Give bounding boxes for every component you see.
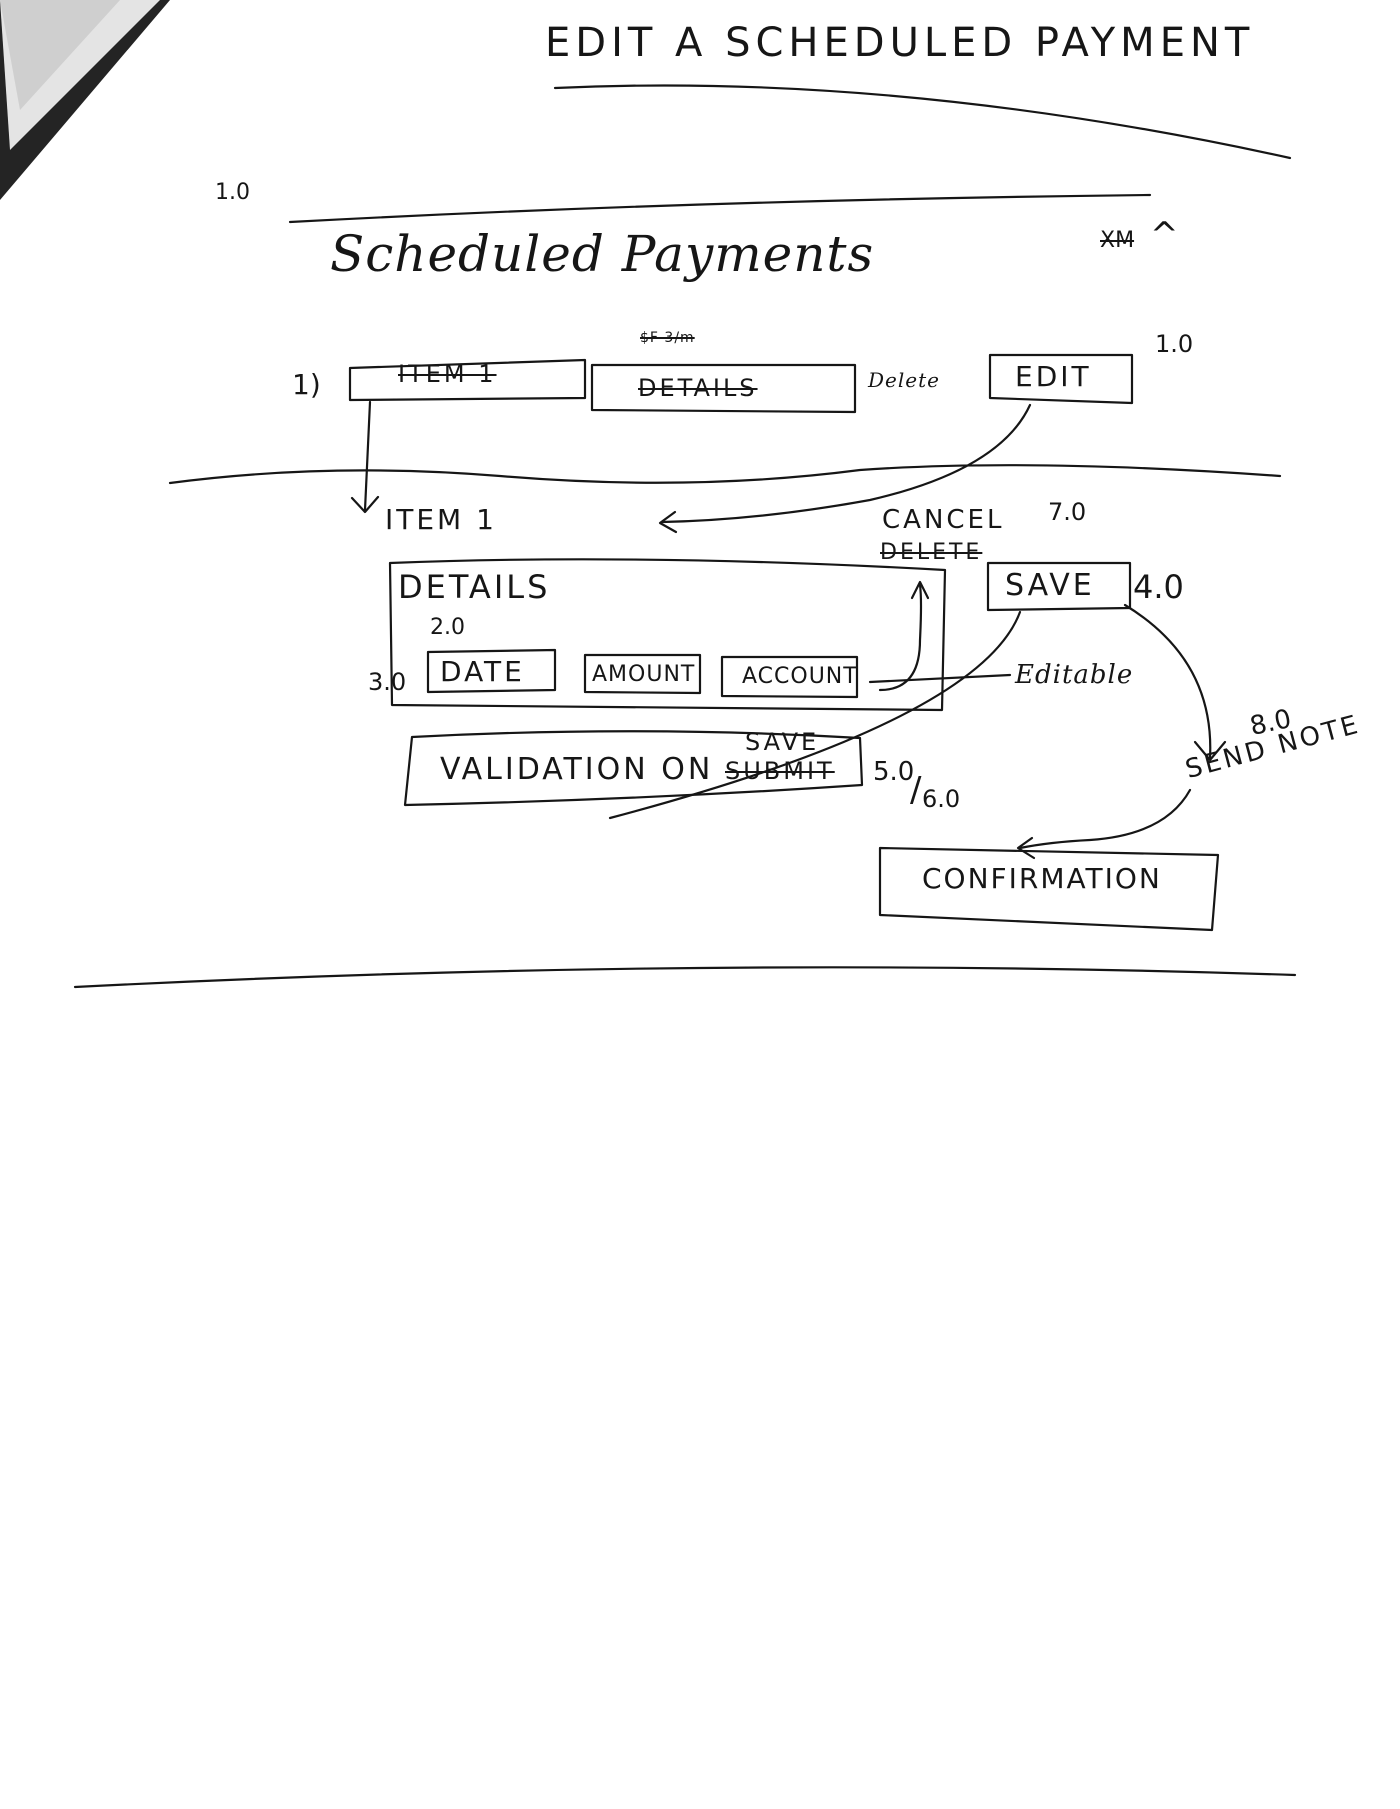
edit-loop — [878, 583, 923, 692]
item-box-outline — [348, 358, 587, 402]
confirmation-box: CONFIRMATION — [922, 862, 1162, 895]
edit-to-item-arrow — [660, 403, 1032, 524]
date-field-outline — [426, 648, 557, 694]
frame-label: 1.0 — [215, 180, 250, 205]
validation-text: VALIDATION ON — [440, 752, 714, 787]
page-curl — [0, 0, 170, 200]
amount-field[interactable]: AMOUNT — [592, 662, 696, 687]
edit-button[interactable]: EDIT — [1015, 360, 1092, 393]
details-panel-outline — [388, 558, 947, 712]
list-details-note: $F 3/m — [640, 330, 695, 346]
row-number: 1) — [292, 368, 321, 401]
page-title: EDIT A SCHEDULED PAYMENT — [545, 20, 1255, 66]
cancel-step-label: 7.0 — [1048, 498, 1087, 526]
edit-loop-arrowhead — [910, 580, 930, 600]
save-button[interactable]: SAVE — [1005, 568, 1095, 603]
edit-step-label: 1.0 — [1155, 330, 1194, 358]
edit-box-outline — [988, 353, 1134, 405]
deleted-label: DELETE — [880, 540, 983, 565]
validation-new-trigger: SAVE — [745, 728, 820, 756]
validation-step-b: 6.0 — [922, 785, 961, 813]
scratched-mark: XM — [1100, 228, 1135, 253]
validation-step-a: 5.0 — [873, 757, 915, 787]
editable-note: Editable — [1015, 660, 1134, 690]
account-field-outline — [720, 655, 859, 699]
item-down-arrowhead — [350, 495, 380, 514]
item-title: ITEM 1 — [385, 503, 497, 536]
date-field[interactable]: DATE — [440, 655, 525, 688]
screen-heading: Scheduled Payments — [330, 225, 875, 283]
note-to-confirmation-arrow — [1018, 788, 1192, 850]
details-box-outline — [590, 363, 857, 414]
details-step-label: 2.0 — [430, 615, 465, 640]
edit-to-item-arrowhead — [658, 510, 678, 534]
wavy-divider — [168, 464, 1282, 485]
save-to-note-arrowhead — [1193, 740, 1227, 762]
save-to-note-arrow — [1123, 603, 1212, 760]
screen-top-border — [288, 193, 1152, 224]
caret-icon: ^ — [1150, 215, 1182, 255]
cancel-link[interactable]: CANCEL — [882, 505, 1005, 535]
list-item-label[interactable]: ITEM 1 — [398, 360, 497, 388]
validation-box-outline — [403, 730, 864, 807]
save-step-label: 4.0 — [1133, 568, 1184, 606]
editable-connector — [868, 673, 1012, 684]
confirmation-box-outline — [878, 846, 1220, 932]
save-to-validation-line — [608, 610, 1022, 820]
validation-old-trigger: SUBMIT — [725, 757, 835, 785]
list-details-label[interactable]: DETAILS — [638, 374, 758, 402]
item-down-arrow — [363, 400, 372, 512]
validation-slash: / — [910, 770, 922, 810]
details-heading: DETAILS — [398, 568, 551, 606]
fields-step-label: 3.0 — [368, 668, 407, 696]
screen-bottom-border — [73, 966, 1297, 989]
title-underline — [553, 84, 1292, 160]
delete-link[interactable]: Delete — [868, 368, 940, 392]
note-to-confirmation-arrowhead — [1016, 836, 1036, 860]
amount-field-outline — [583, 653, 702, 695]
account-field[interactable]: ACCOUNT — [742, 664, 858, 689]
